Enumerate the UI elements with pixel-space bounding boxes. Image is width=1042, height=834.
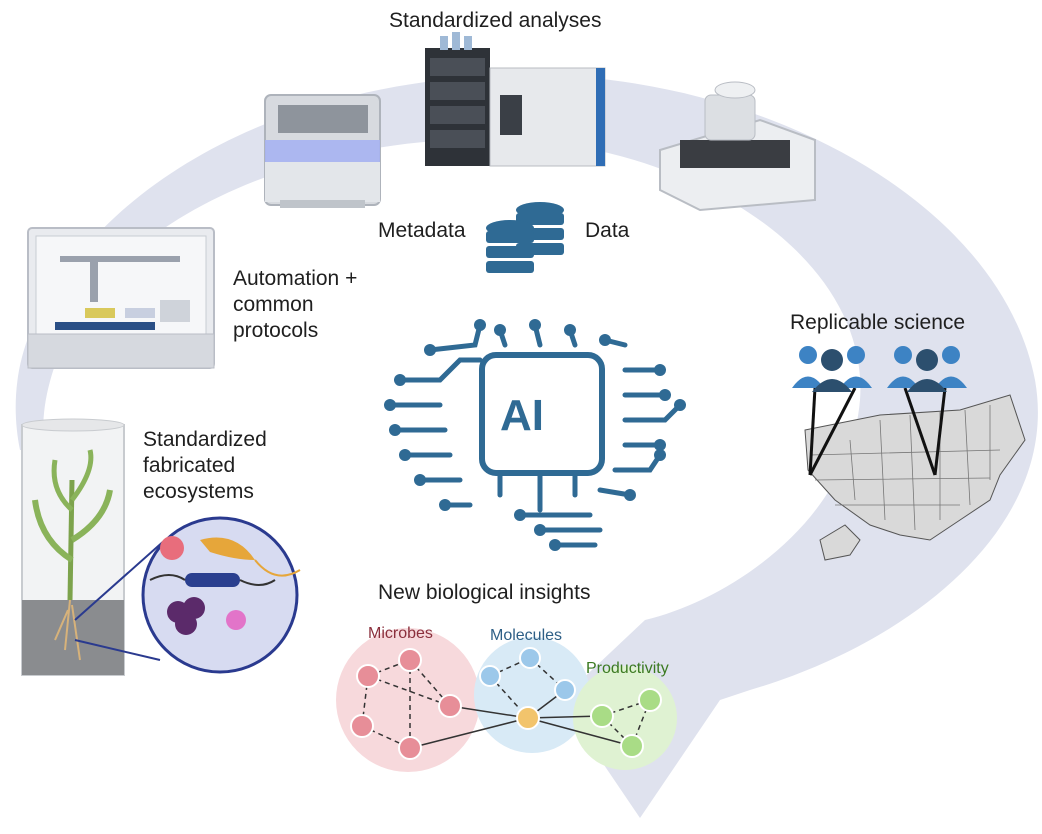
automation-label-line2: common bbox=[233, 293, 314, 316]
automation-label-line1: Automation + bbox=[233, 267, 358, 290]
ai-brain-icon bbox=[387, 322, 683, 548]
network-nodes bbox=[350, 647, 662, 760]
molecules-label: Molecules bbox=[490, 627, 562, 644]
fabricated-label-line2: fabricated bbox=[143, 454, 236, 477]
cycle-arrow bbox=[15, 75, 1038, 818]
liquid-handler-icon bbox=[27, 227, 215, 369]
brain-nodes bbox=[384, 319, 686, 551]
fabricated-label-line1: Standardized bbox=[143, 428, 267, 451]
fabricated-label-line3: ecosystems bbox=[143, 480, 254, 503]
microbes-label: Microbes bbox=[368, 625, 433, 642]
ai-label: AI bbox=[500, 391, 544, 440]
mass-spectrometer-icon bbox=[425, 32, 606, 167]
us-map-icon bbox=[804, 394, 1026, 561]
database-icon bbox=[486, 202, 564, 273]
standardized-analyses-label: Standardized analyses bbox=[389, 9, 602, 32]
link-lines bbox=[808, 387, 947, 476]
automation-label-line3: protocols bbox=[233, 319, 319, 342]
metadata-label: Metadata bbox=[378, 219, 466, 242]
sequencer-icon bbox=[264, 94, 381, 208]
microbe-zoom-circle bbox=[141, 516, 301, 674]
people-group-left-icon bbox=[792, 346, 872, 392]
new-insights-label: New biological insights bbox=[378, 581, 591, 604]
plant-tube-icon bbox=[21, 418, 125, 676]
zoom-lines bbox=[74, 539, 166, 661]
data-label: Data bbox=[585, 219, 630, 242]
productivity-label: Productivity bbox=[586, 660, 669, 677]
people-group-right-icon bbox=[887, 346, 967, 392]
replicable-science-label: Replicable science bbox=[790, 311, 966, 334]
microscope-icon bbox=[659, 81, 816, 212]
